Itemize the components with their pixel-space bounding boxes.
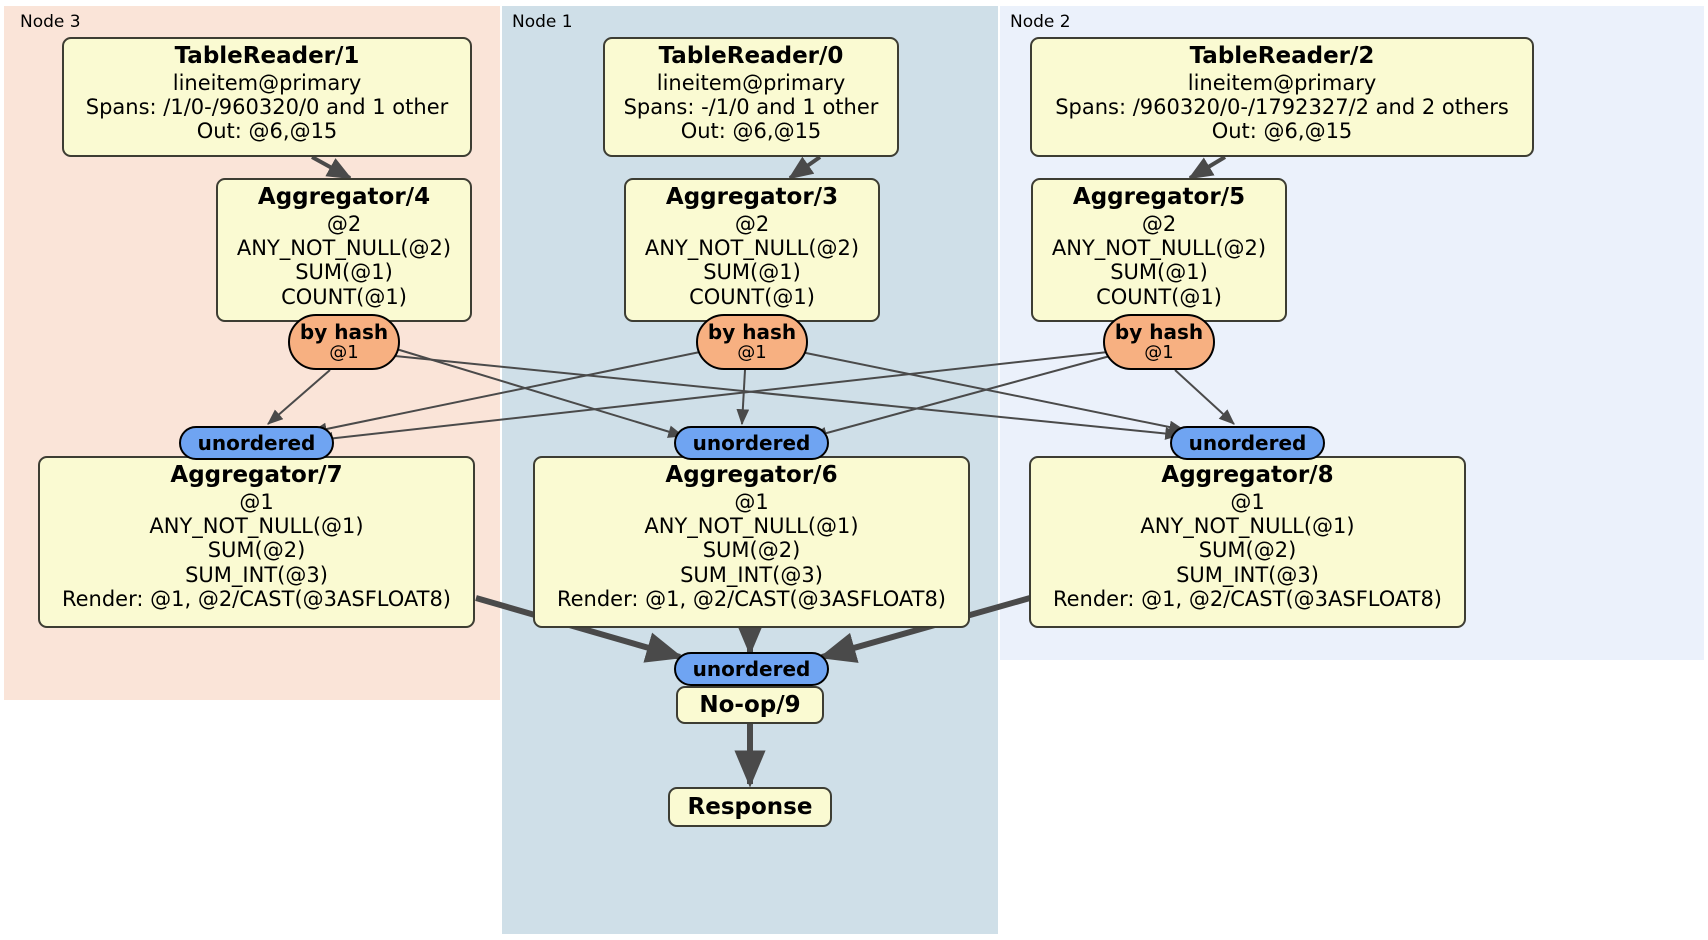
processor-line: lineitem@primary	[1187, 70, 1377, 95]
router-by-hash-aggregator-3[interactable]: by hash @1	[696, 314, 808, 370]
router-label: by hash	[707, 320, 797, 345]
processor-line: Render: @1, @2/CAST(@3ASFLOAT8)	[61, 587, 452, 612]
synchronizer-unordered-aggregator-8[interactable]: unordered	[1170, 426, 1325, 460]
processor-line: SUM(@2)	[1198, 538, 1297, 563]
synchronizer-unordered-aggregator-7[interactable]: unordered	[179, 426, 334, 460]
processor-line: COUNT(@1)	[1096, 284, 1222, 309]
processor-line: @1	[239, 489, 274, 514]
processor-line: Render: @1, @2/CAST(@3ASFLOAT8)	[556, 587, 947, 612]
processor-line: SUM(@2)	[207, 538, 306, 563]
processor-tablereader-2[interactable]: TableReader/2 lineitem@primary Spans: /9…	[1030, 37, 1534, 157]
processor-line: Out: @6,@15	[1211, 119, 1353, 144]
synchronizer-label: unordered	[1188, 431, 1307, 455]
panel-node-3-label: Node 3	[20, 12, 81, 32]
synchronizer-label: unordered	[692, 657, 811, 681]
processor-aggregator-7[interactable]: Aggregator/7 @1 ANY_NOT_NULL(@1) SUM(@2)…	[38, 456, 475, 628]
processor-line: ANY_NOT_NULL(@1)	[644, 514, 859, 539]
processor-line: lineitem@primary	[656, 70, 846, 95]
processor-line: ANY_NOT_NULL(@2)	[644, 236, 860, 261]
processor-title: Aggregator/6	[665, 462, 838, 488]
processor-line: @1	[1230, 489, 1265, 514]
processor-aggregator-6[interactable]: Aggregator/6 @1 ANY_NOT_NULL(@1) SUM(@2)…	[533, 456, 970, 628]
processor-title: Aggregator/3	[665, 184, 839, 210]
router-sublabel: @1	[737, 342, 767, 364]
processor-aggregator-3[interactable]: Aggregator/3 @2 ANY_NOT_NULL(@2) SUM(@1)…	[624, 178, 880, 322]
processor-line: Spans: -/1/0 and 1 other	[623, 95, 879, 120]
panel-node-1-label: Node 1	[512, 12, 573, 32]
processor-title: Aggregator/8	[1161, 462, 1334, 488]
processor-line: Out: @6,@15	[680, 119, 822, 144]
processor-tablereader-0[interactable]: TableReader/0 lineitem@primary Spans: -/…	[603, 37, 899, 157]
processor-line: ANY_NOT_NULL(@2)	[1051, 236, 1267, 261]
processor-response[interactable]: Response	[668, 787, 832, 827]
processor-line: Render: @1, @2/CAST(@3ASFLOAT8)	[1052, 587, 1443, 612]
processor-line: ANY_NOT_NULL(@1)	[149, 514, 364, 539]
processor-line: Out: @6,@15	[196, 119, 338, 144]
processor-line: Spans: /1/0-/960320/0 and 1 other	[85, 95, 449, 120]
synchronizer-label: unordered	[692, 431, 811, 455]
processor-title: Aggregator/7	[170, 462, 343, 488]
processor-line: SUM(@1)	[703, 260, 801, 285]
processor-line: COUNT(@1)	[281, 284, 407, 309]
processor-aggregator-8[interactable]: Aggregator/8 @1 ANY_NOT_NULL(@1) SUM(@2)…	[1029, 456, 1466, 628]
processor-line: Spans: /960320/0-/1792327/2 and 2 others	[1055, 95, 1509, 120]
processor-line: ANY_NOT_NULL(@2)	[236, 236, 452, 261]
processor-noop-9[interactable]: No-op/9	[676, 686, 824, 724]
processor-line: SUM(@1)	[1110, 260, 1208, 285]
processor-tablereader-1[interactable]: TableReader/1 lineitem@primary Spans: /1…	[62, 37, 472, 157]
processor-line: @2	[326, 211, 362, 236]
processor-title: TableReader/2	[1189, 43, 1375, 69]
processor-title: TableReader/0	[658, 43, 844, 69]
panel-node-2-label: Node 2	[1010, 12, 1071, 32]
router-sublabel: @1	[1144, 342, 1174, 364]
processor-title: TableReader/1	[174, 43, 360, 69]
processor-line: SUM_INT(@3)	[680, 562, 823, 587]
router-label: by hash	[299, 320, 389, 345]
processor-line: @2	[1141, 211, 1177, 236]
processor-title: Response	[687, 794, 813, 820]
synchronizer-unordered-aggregator-6[interactable]: unordered	[674, 426, 829, 460]
processor-aggregator-5[interactable]: Aggregator/5 @2 ANY_NOT_NULL(@2) SUM(@1)…	[1031, 178, 1287, 322]
synchronizer-unordered-noop-9[interactable]: unordered	[674, 652, 829, 686]
processor-line: lineitem@primary	[172, 70, 362, 95]
processor-title: No-op/9	[699, 692, 801, 718]
processor-line: SUM_INT(@3)	[1176, 562, 1319, 587]
processor-line: SUM_INT(@3)	[185, 562, 328, 587]
router-by-hash-aggregator-4[interactable]: by hash @1	[288, 314, 400, 370]
synchronizer-label: unordered	[197, 431, 316, 455]
processor-line: @2	[734, 211, 770, 236]
processor-title: Aggregator/5	[1072, 184, 1246, 210]
processor-line: COUNT(@1)	[689, 284, 815, 309]
processor-title: Aggregator/4	[257, 184, 431, 210]
router-sublabel: @1	[329, 342, 359, 364]
router-by-hash-aggregator-5[interactable]: by hash @1	[1103, 314, 1215, 370]
processor-line: SUM(@2)	[702, 538, 801, 563]
processor-line: ANY_NOT_NULL(@1)	[1140, 514, 1355, 539]
router-label: by hash	[1114, 320, 1204, 345]
processor-line: SUM(@1)	[295, 260, 393, 285]
processor-line: @1	[734, 489, 769, 514]
processor-aggregator-4[interactable]: Aggregator/4 @2 ANY_NOT_NULL(@2) SUM(@1)…	[216, 178, 472, 322]
